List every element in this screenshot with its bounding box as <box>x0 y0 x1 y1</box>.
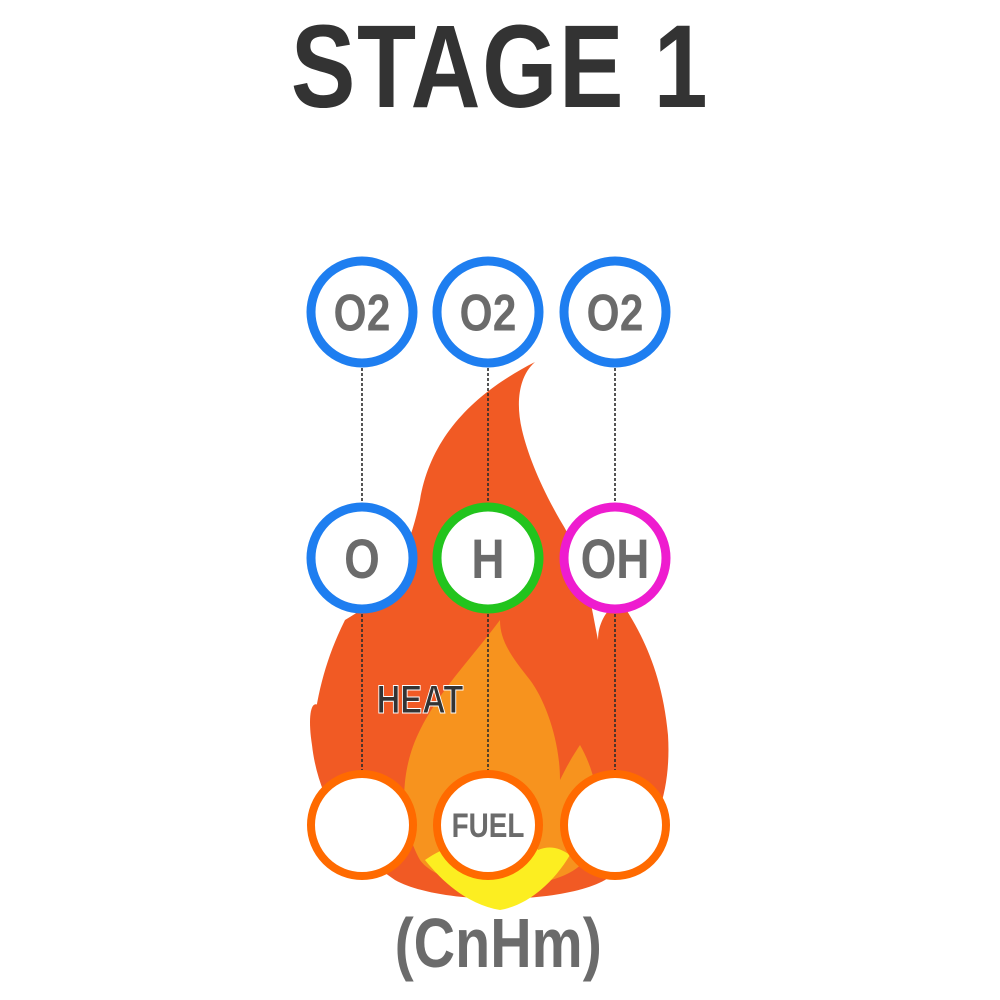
atom-label: FUEL <box>452 807 525 845</box>
atom-o2-1: O2 <box>306 256 418 368</box>
atom-label: H <box>471 528 504 590</box>
atom-oh: OH <box>559 502 671 614</box>
atom-label: O <box>344 528 380 590</box>
atom-ring <box>306 502 418 614</box>
atom-fuel-right <box>560 770 670 880</box>
atom-o: O <box>306 502 418 614</box>
atom-o2-3: O2 <box>559 256 671 368</box>
heat-label: HEAT <box>377 677 464 722</box>
atom-fuel-center: FUEL <box>433 770 543 880</box>
fuel-formula: (CnHm) <box>394 904 602 982</box>
atom-label: OH <box>581 528 650 590</box>
atom-h: H <box>432 502 544 614</box>
atom-ring <box>306 256 418 368</box>
atom-o2-2: O2 <box>432 256 544 368</box>
page-title: STAGE 1 <box>290 1 710 133</box>
atom-ring <box>560 770 670 880</box>
atom-ring <box>432 256 544 368</box>
atom-ring <box>433 770 543 880</box>
atom-label: O2 <box>587 285 644 343</box>
atom-label: O2 <box>334 285 391 343</box>
atom-label: O2 <box>460 285 517 343</box>
atom-fuel-left <box>307 770 417 880</box>
bond-lines <box>361 363 616 774</box>
atom-ring <box>559 502 671 614</box>
atom-ring <box>432 502 544 614</box>
atom-ring <box>307 770 417 880</box>
flame-left-lick <box>310 704 333 760</box>
atom-ring <box>559 256 671 368</box>
